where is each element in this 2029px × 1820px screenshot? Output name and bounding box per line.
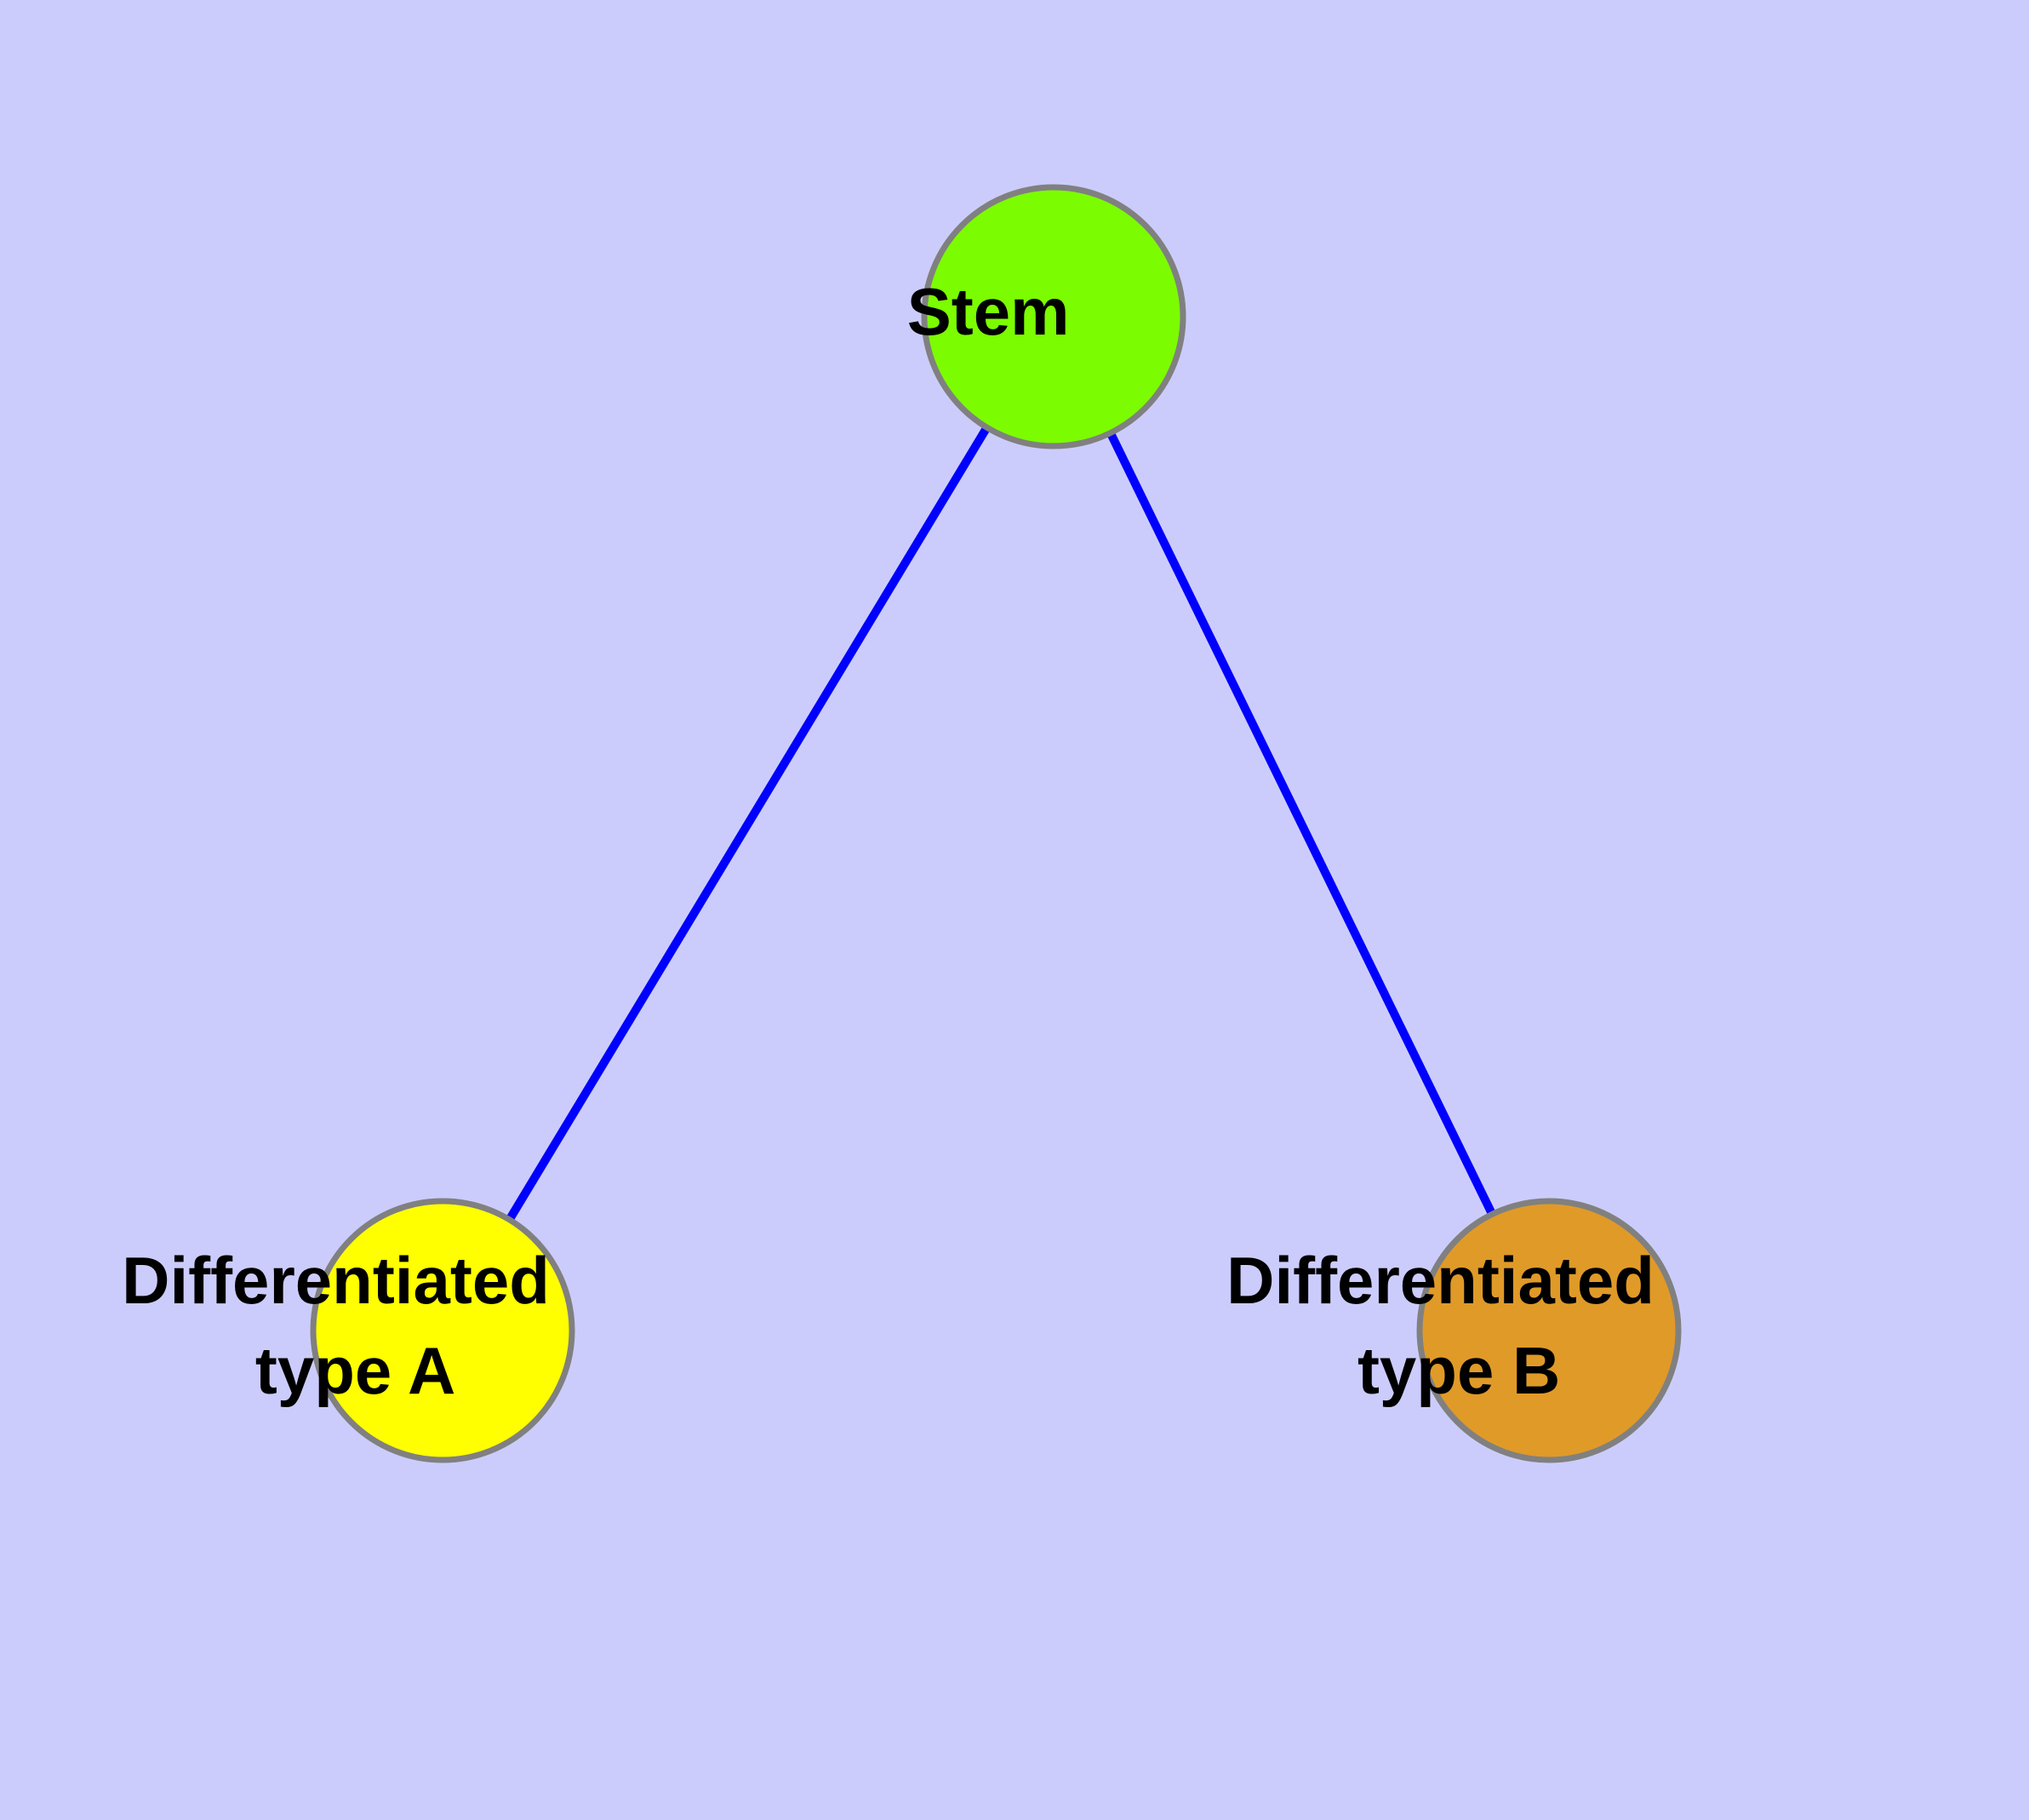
node-differentiated-type-b[interactable]	[1416, 1198, 1682, 1463]
node-label-differentiated-type-a: Differentiated type A	[0, 0, 716, 1408]
node-stem[interactable]	[921, 184, 1186, 449]
nodes-layer	[310, 184, 1682, 1463]
labels-layer: Stem Differentiated type A Differentiate…	[0, 0, 1655, 1408]
node-label-stem-line-1: Stem	[907, 274, 1070, 349]
edge-stem-to-differentiated-type-a[interactable]	[438, 314, 1058, 1333]
node-label-differentiated-type-b-line-1: Differentiated	[1226, 1243, 1655, 1318]
node-label-differentiated-type-b: Differentiated type B	[1226, 1243, 1655, 1408]
node-label-differentiated-type-a-line-2: type A	[255, 1333, 454, 1408]
node-label-stem: Stem	[0, 0, 1198, 349]
edges-layer	[438, 314, 1553, 1333]
node-label-differentiated-type-a-line-1: Differentiated	[122, 1243, 550, 1318]
edge-stem-to-differentiated-type-b[interactable]	[1049, 314, 1553, 1333]
node-label-differentiated-type-b-line-2: type B	[1357, 1333, 1560, 1408]
node-differentiated-type-a[interactable]	[310, 1198, 575, 1463]
